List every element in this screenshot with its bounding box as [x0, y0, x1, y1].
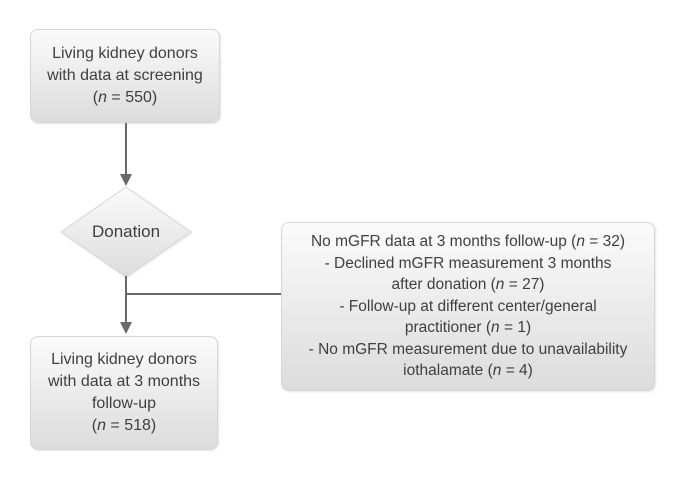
arrowhead-down-icon [120, 322, 132, 334]
text-line: - Declined mGFR measurement 3 months [324, 254, 612, 272]
arrowhead-down-icon [120, 174, 132, 186]
text-line: No mGFR data at 3 months follow-up (n = … [310, 233, 626, 251]
text-line: iothalamate (n = 4) [403, 362, 533, 380]
node-screening: Living kidney donors with data at screeni… [30, 29, 220, 123]
text-line: with data at 3 months [47, 373, 201, 390]
text-line: practitioner (n = 1) [404, 319, 532, 337]
text-line: - Follow-up at different center/general [339, 297, 597, 315]
node-donation: Donation [60, 186, 192, 278]
connector-donation-to-followup [125, 276, 127, 323]
text-line: (n = 550) [92, 89, 158, 106]
node-followup: Living kidney donors with data at 3 month… [30, 336, 218, 450]
donation-label: Donation [91, 222, 161, 241]
text-line: follow-up [91, 395, 157, 412]
text-line: after donation (n = 27) [391, 276, 545, 294]
text-line: - No mGFR measurement due to unavailabil… [308, 340, 628, 358]
text-line: Living kidney donors [52, 45, 198, 62]
node-exclusion: No mGFR data at 3 months follow-up (n = … [281, 222, 655, 391]
connector-screening-to-donation [125, 123, 127, 175]
text-line: (n = 518) [91, 417, 157, 434]
text-line: with data at screening [47, 67, 203, 84]
connector-donation-to-exclusion [126, 293, 281, 295]
text-line: Living kidney donors [51, 351, 197, 368]
